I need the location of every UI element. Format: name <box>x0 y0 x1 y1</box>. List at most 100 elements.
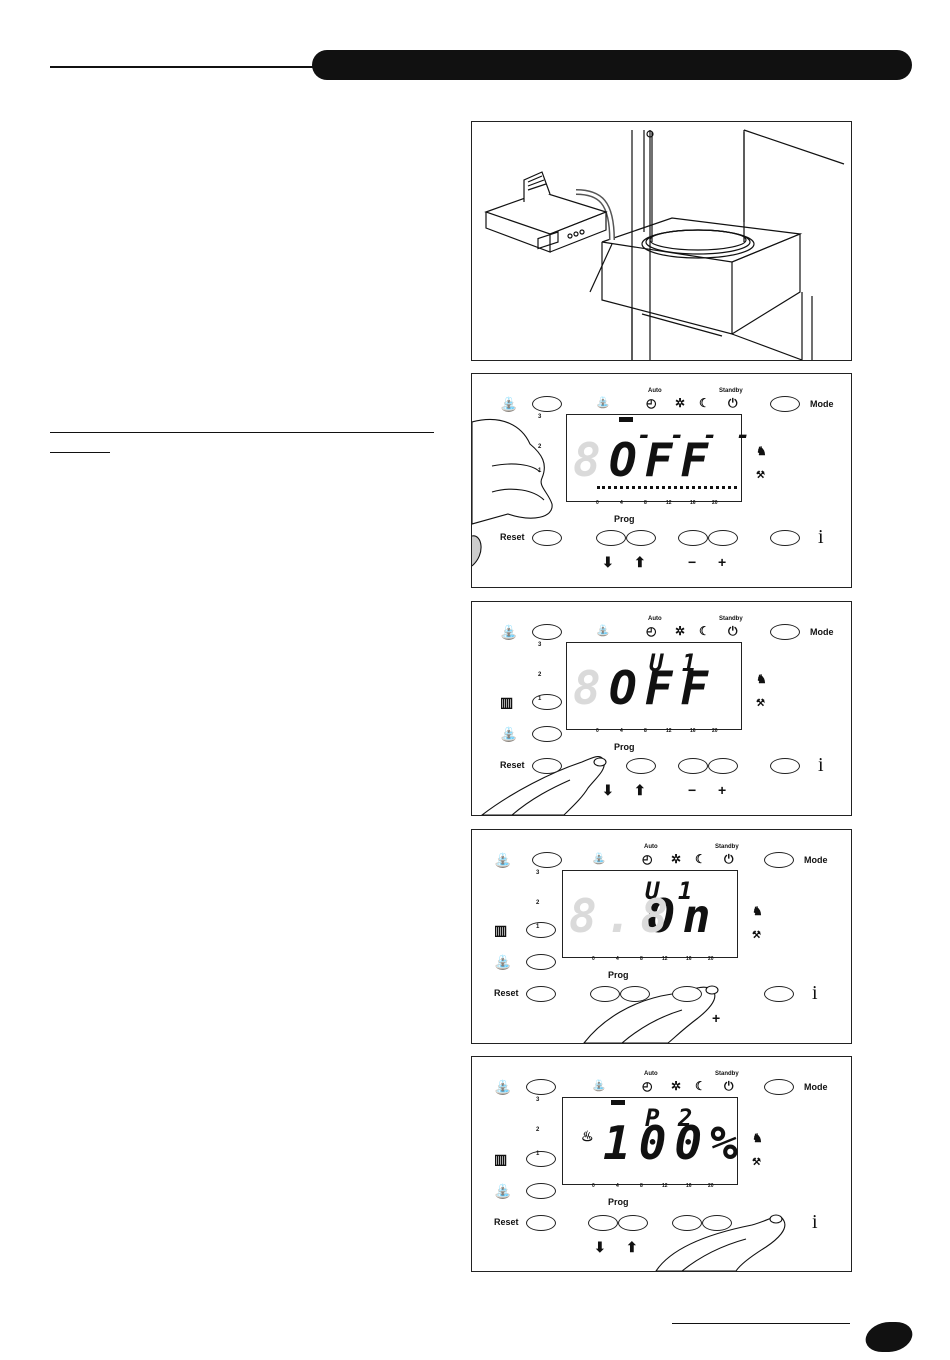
info-button[interactable] <box>770 758 800 774</box>
scale-level-2: 2 <box>538 444 542 450</box>
dhw-button-2[interactable] <box>526 1183 556 1199</box>
chimney-sweep-icon: ♞ <box>756 444 767 458</box>
reset-button[interactable] <box>532 758 562 774</box>
dhw-button-2[interactable] <box>532 726 562 742</box>
mode-button[interactable] <box>770 396 800 412</box>
minus-button[interactable] <box>672 1215 702 1231</box>
auto-label: Auto <box>644 1071 658 1077</box>
hour-12: 12 <box>666 728 672 734</box>
mode-button[interactable] <box>764 1079 794 1095</box>
prog-down-button[interactable] <box>590 986 620 1002</box>
chimney-sweep-icon: ♞ <box>752 904 763 918</box>
clock-icon: ◴ <box>646 396 657 410</box>
hour-4: 4 <box>616 956 619 962</box>
prog-up-button[interactable] <box>618 1215 648 1231</box>
boiler-drawing <box>484 129 845 360</box>
tap-icon: ⛲ <box>592 853 606 865</box>
clock-icon: ◴ <box>642 852 653 866</box>
reset-button[interactable] <box>526 1215 556 1231</box>
prog-down-button[interactable] <box>596 530 626 546</box>
lcd-main-readout: On <box>647 889 719 943</box>
service-icon: ⚒ <box>752 1157 761 1168</box>
footer-rule <box>672 1323 850 1324</box>
scale-level-2: 2 <box>538 672 542 678</box>
standby-icon: ⏻ <box>724 852 734 866</box>
reset-button[interactable] <box>526 986 556 1002</box>
page-number-tab <box>862 1322 916 1352</box>
lcd-ghost-digit: 8 <box>573 433 609 487</box>
radiator-icon: ▥ <box>494 1151 508 1167</box>
hour-16: 16 <box>690 500 696 506</box>
scale-level-1: 1 <box>538 468 542 474</box>
scale-level-3: 3 <box>536 1097 540 1103</box>
lcd-top-readout: P 2 <box>645 1104 695 1132</box>
info-icon: i <box>818 754 824 776</box>
plus-button[interactable] <box>702 1215 732 1231</box>
hour-20: 20 <box>708 956 714 962</box>
hour-4: 4 <box>616 1183 619 1189</box>
info-button[interactable] <box>770 530 800 546</box>
heating-button[interactable] <box>526 1151 556 1167</box>
info-icon: i <box>812 982 818 1004</box>
hand-press-prog-down <box>481 756 607 815</box>
dhw-button[interactable] <box>532 396 562 412</box>
hand-press-info <box>655 1214 786 1271</box>
mode-label: Mode <box>810 399 834 409</box>
hour-20: 20 <box>712 728 718 734</box>
plus-button[interactable] <box>708 530 738 546</box>
hour-4: 4 <box>620 500 623 506</box>
moon-icon: ☾ <box>695 1079 706 1093</box>
dhw-button[interactable] <box>526 1079 556 1095</box>
lcd-display: U 1 On 8.8 <box>562 870 738 958</box>
sun-icon: ✲ <box>671 1079 682 1093</box>
scale-level-2: 2 <box>536 1127 540 1133</box>
scale-level-2: 2 <box>536 900 540 906</box>
down-arrow-icon: ⬇ <box>594 1239 606 1255</box>
mode-button[interactable] <box>770 624 800 640</box>
hour-20: 20 <box>708 1183 714 1189</box>
hour-0: 0 <box>596 500 599 506</box>
lcd-main-readout: 100% <box>603 1116 746 1170</box>
mode-button[interactable] <box>764 852 794 868</box>
reset-button[interactable] <box>532 530 562 546</box>
lcd-top-readout: - - - - <box>637 421 753 449</box>
info-icon: i <box>812 1211 818 1233</box>
prog-up-button[interactable] <box>620 986 650 1002</box>
lcd-display: U 1 OFF 8 <box>566 642 742 730</box>
section-rule <box>50 432 434 433</box>
prog-label: Prog <box>614 514 635 524</box>
lcd-program-bar <box>611 1100 625 1105</box>
plus-button[interactable] <box>708 758 738 774</box>
hour-12: 12 <box>662 956 668 962</box>
moon-icon: ☾ <box>699 396 710 410</box>
minus-button[interactable] <box>678 758 708 774</box>
chimney-sweep-icon: ♞ <box>752 1131 763 1145</box>
lcd-main-readout: OFF <box>609 661 717 715</box>
minus-button[interactable] <box>678 530 708 546</box>
dhw-tap-icon-2: ⛲ <box>494 954 512 970</box>
prog-down-button[interactable] <box>588 1215 618 1231</box>
scale-level-3: 3 <box>536 870 540 876</box>
flame-icon: ♨ <box>581 1128 594 1144</box>
dhw-tap-icon-2: ⛲ <box>500 726 518 742</box>
up-arrow-icon: ⬆ <box>626 1239 638 1255</box>
dhw-button-2[interactable] <box>526 954 556 970</box>
auto-label: Auto <box>648 388 662 394</box>
mode-label: Mode <box>804 855 828 865</box>
heating-button[interactable] <box>532 694 562 710</box>
hour-8: 8 <box>640 956 643 962</box>
info-button[interactable] <box>764 986 794 1002</box>
prog-up-button[interactable] <box>626 758 656 774</box>
boiler-analyser-illustration <box>471 121 852 361</box>
up-arrow-icon: ⬆ <box>634 782 646 798</box>
dhw-button[interactable] <box>532 624 562 640</box>
dhw-button[interactable] <box>532 852 562 868</box>
prog-up-button[interactable] <box>626 530 656 546</box>
lcd-top-readout: U 1 <box>649 649 699 677</box>
minus-icon: − <box>688 782 697 798</box>
standby-label: Standby <box>719 616 743 622</box>
scale-level-1: 1 <box>536 1151 540 1157</box>
minus-button[interactable] <box>672 986 702 1002</box>
heating-button[interactable] <box>526 922 556 938</box>
service-icon: ⚒ <box>756 470 765 481</box>
